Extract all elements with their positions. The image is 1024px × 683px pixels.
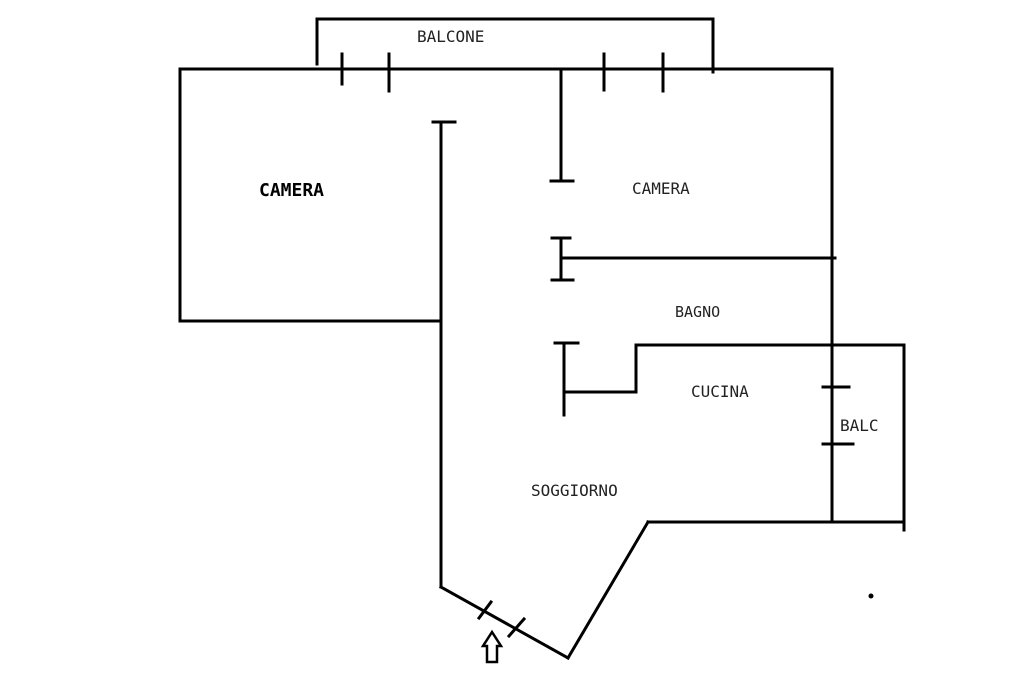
label-cucina: CUCINA [691, 382, 749, 401]
entrance-door-marks [476, 599, 527, 639]
cucina-walls [553, 341, 906, 417]
window-marks-top [340, 52, 665, 93]
label-balc: BALC [840, 416, 879, 435]
bagno-wall [550, 236, 837, 282]
camera-left-walls [178, 67, 443, 323]
door-marks-right [821, 385, 855, 446]
balcone-outline [315, 17, 715, 74]
label-balcone: BALCONE [417, 27, 484, 46]
up-arrow-outline-icon [480, 629, 504, 664]
soggiorno-walls [438, 519, 834, 661]
stray-dot [868, 593, 874, 599]
partition-camera-right [549, 67, 575, 183]
label-camera-left: CAMERA [259, 180, 324, 201]
label-camera-right: CAMERA [632, 179, 690, 198]
label-bagno: BAGNO [675, 303, 720, 321]
label-soggiorno: SOGGIORNO [531, 481, 618, 500]
partition-left [431, 120, 457, 589]
balc-outline [830, 343, 906, 532]
